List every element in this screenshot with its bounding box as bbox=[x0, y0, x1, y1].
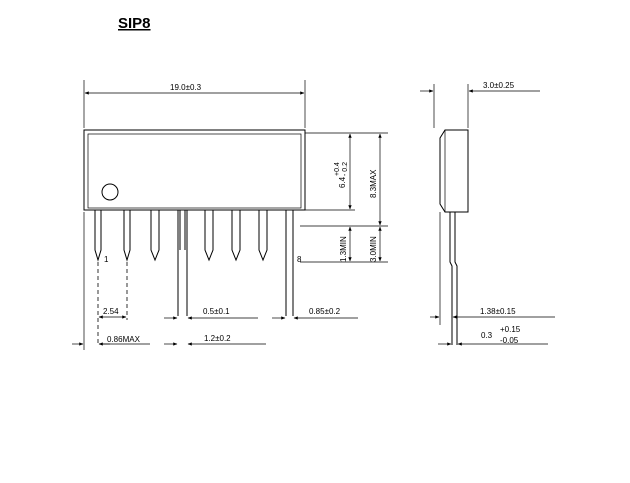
dim-pitch: 2.54 bbox=[103, 307, 119, 316]
dim-thickness: 3.0±0.25 bbox=[483, 81, 515, 90]
dim-lead-thickness-tol-plus: +0.15 bbox=[500, 325, 521, 334]
side-body bbox=[439, 129, 469, 213]
dim-body-width: 19.0±0.3 bbox=[170, 83, 202, 92]
package-body-inner bbox=[87, 133, 302, 209]
dim-lead-length: 3.0MIN bbox=[369, 236, 378, 262]
package-body bbox=[83, 129, 306, 211]
side-lead bbox=[449, 212, 458, 345]
dim-lead-width-offset: 0.85±0.2 bbox=[309, 307, 341, 316]
pin-1-label: 1 bbox=[104, 255, 109, 264]
dim-overall-height: 8.3MAX bbox=[369, 169, 378, 198]
dim-lead-thickness-tol-minus: -0.05 bbox=[500, 336, 519, 345]
dim-lead-thickness: 0.3 bbox=[481, 331, 493, 340]
dim-lead-width-upper: 0.5±0.1 bbox=[203, 307, 230, 316]
dim-lead-protrusion: 0.86MAX bbox=[107, 335, 141, 344]
dim-lead-standoff: 1.3MIN bbox=[339, 236, 348, 262]
front-view: 1 8 19.0±0.3 6.4 +0.4 - 0.2 8.3MAX 1.3MI… bbox=[72, 80, 388, 350]
dim-body-height-tol-plus: +0.4 bbox=[334, 162, 341, 176]
pin1-marker bbox=[101, 183, 119, 201]
pin-8-label: 8 bbox=[297, 255, 302, 264]
side-view: 3.0±0.25 1.38±0.15 0.3 +0.15 -0.05 bbox=[420, 81, 555, 346]
dim-lead-spacing: 1.38±0.15 bbox=[480, 307, 516, 316]
dim-body-height-tol-minus: - 0.2 bbox=[342, 162, 349, 176]
leads bbox=[94, 210, 294, 316]
dim-body-height: 6.4 bbox=[338, 176, 347, 188]
dim-lead-width-lower: 1.2±0.2 bbox=[204, 334, 231, 343]
package-title: SIP8 bbox=[118, 15, 151, 32]
